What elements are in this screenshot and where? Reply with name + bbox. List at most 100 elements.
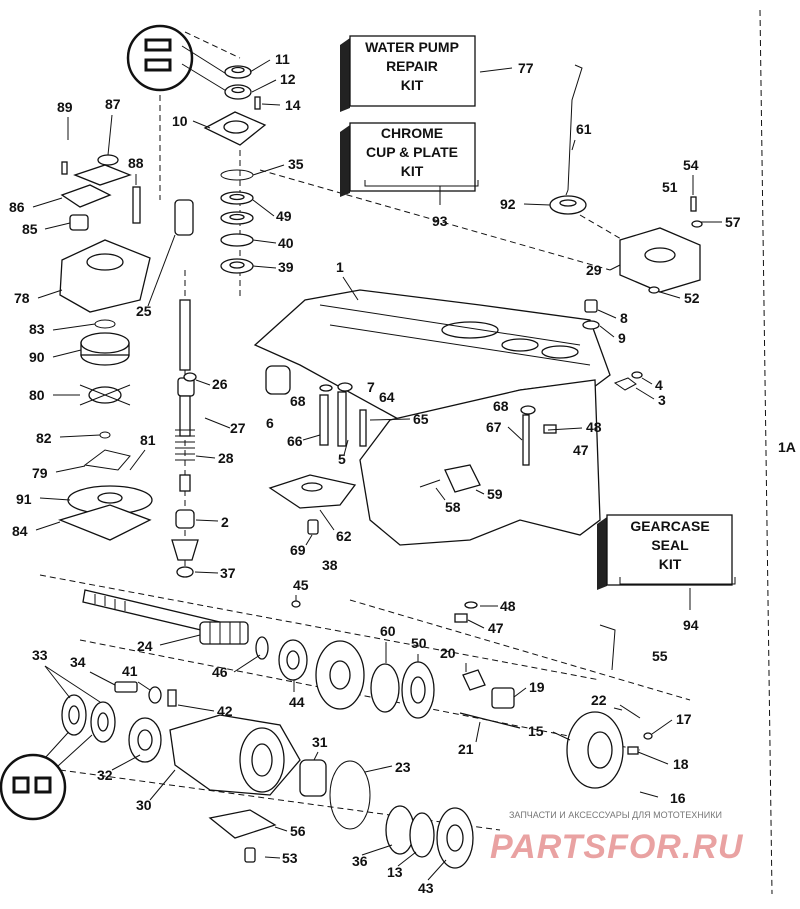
part-bolt-4 xyxy=(631,371,643,379)
part-driveshaft xyxy=(177,299,195,437)
part-seal-92 xyxy=(549,195,587,215)
callout-32: 32 xyxy=(97,767,113,783)
callout-61: 61 xyxy=(576,121,592,137)
part-gear-44 xyxy=(278,639,308,681)
callout-19: 19 xyxy=(529,679,545,695)
part-housing-10 xyxy=(203,111,267,146)
part-spring-28 xyxy=(175,429,195,492)
figure-code: 1A xyxy=(778,439,796,455)
callout-42: 42 xyxy=(217,703,233,719)
callout-53: 53 xyxy=(282,850,298,866)
callout-48a: 48 xyxy=(586,419,602,435)
callout-52: 52 xyxy=(684,290,700,306)
part-plate-91 xyxy=(67,485,153,515)
part-screw-53 xyxy=(244,847,256,863)
part-bearing-32 xyxy=(128,717,162,763)
callout-29: 29 xyxy=(586,262,602,278)
part-seal-12 xyxy=(224,84,252,100)
callout-54: 54 xyxy=(683,157,699,173)
callout-68b: 68 xyxy=(493,398,509,414)
part-anode-6 xyxy=(265,365,291,395)
part-bolt-88 xyxy=(132,186,141,224)
part-plate-86 xyxy=(60,184,112,208)
part-bolt-47a xyxy=(543,424,557,434)
water-pump-kit-line-3: KIT xyxy=(401,77,424,93)
callout-7: 7 xyxy=(367,379,375,395)
callout-88: 88 xyxy=(128,155,144,171)
callout-48b: 48 xyxy=(500,598,516,614)
part-pin-22 xyxy=(619,704,641,719)
part-key-82 xyxy=(99,431,111,439)
part-bearings-33 xyxy=(61,694,116,743)
callout-10: 10 xyxy=(172,113,188,129)
part-screw-14 xyxy=(254,96,261,110)
part-trim-tab-62 xyxy=(268,474,357,509)
callout-3: 3 xyxy=(658,392,666,408)
callout-47b: 47 xyxy=(488,620,504,636)
part-clutch-46 xyxy=(199,621,249,645)
part-washer-68b xyxy=(520,405,536,415)
callout-18: 18 xyxy=(673,756,689,772)
seal-detail-top xyxy=(126,24,241,93)
part-key-42 xyxy=(167,689,177,707)
gearcase-seal-kit-ref: 94 xyxy=(683,617,699,633)
callout-14: 14 xyxy=(285,97,301,113)
part-nut-37 xyxy=(176,566,194,578)
callout-35: 35 xyxy=(288,156,304,172)
part-oring-23 xyxy=(329,760,371,830)
callout-25: 25 xyxy=(136,303,152,319)
callout-30: 30 xyxy=(136,797,152,813)
callout-4: 4 xyxy=(655,377,663,393)
part-screw-52 xyxy=(648,286,660,294)
part-gear-38 xyxy=(315,640,365,710)
callout-78: 78 xyxy=(14,290,30,306)
callout-66: 66 xyxy=(287,433,303,449)
callout-49: 49 xyxy=(276,208,292,224)
callout-15: 15 xyxy=(528,723,544,739)
callout-17: 17 xyxy=(676,711,692,727)
part-oring-83 xyxy=(94,319,116,329)
callout-labels: 11 12 14 10 89 87 88 86 85 35 49 40 39 7… xyxy=(9,51,741,896)
part-screw-58 xyxy=(419,479,441,488)
part-bolt-89 xyxy=(61,161,68,175)
callout-57: 57 xyxy=(725,214,741,230)
part-bolt-47b xyxy=(454,613,468,623)
gearcase-seal-kit-box: GEARCASE SEAL KIT 94 xyxy=(597,514,736,633)
part-bushing-2 xyxy=(175,509,195,529)
callout-36: 36 xyxy=(352,853,368,869)
callout-89: 89 xyxy=(57,99,73,115)
callout-65: 65 xyxy=(413,411,429,427)
callout-28: 28 xyxy=(218,450,234,466)
part-plate-56 xyxy=(208,809,277,839)
callout-2: 2 xyxy=(221,514,229,530)
callout-91: 91 xyxy=(16,491,32,507)
callout-84: 84 xyxy=(12,523,28,539)
part-pin-21 xyxy=(459,712,521,729)
part-washer-9 xyxy=(582,320,600,330)
gearcase-seal-kit-line-2: SEAL xyxy=(651,537,689,553)
callout-45: 45 xyxy=(293,577,309,593)
callout-23: 23 xyxy=(395,759,411,775)
callout-64: 64 xyxy=(379,389,395,405)
callout-55: 55 xyxy=(652,648,668,664)
part-sleeve-25 xyxy=(174,199,194,236)
callout-51: 51 xyxy=(662,179,678,195)
callout-67: 67 xyxy=(486,419,502,435)
part-bearing-50 xyxy=(401,661,435,719)
callout-47a: 47 xyxy=(573,442,589,458)
callout-79: 79 xyxy=(32,465,48,481)
callout-26: 26 xyxy=(212,376,228,392)
part-clip-3 xyxy=(613,377,637,391)
callout-37: 37 xyxy=(220,565,236,581)
callout-9: 9 xyxy=(618,330,626,346)
callout-5: 5 xyxy=(338,451,346,467)
part-bolt-48b xyxy=(464,601,478,609)
callout-90: 90 xyxy=(29,349,45,365)
part-seal-11 xyxy=(224,65,252,79)
callout-62: 62 xyxy=(336,528,352,544)
callout-87: 87 xyxy=(105,96,121,112)
callout-20: 20 xyxy=(440,645,456,661)
part-screw-57 xyxy=(691,220,703,228)
part-bolt-17 xyxy=(643,732,653,740)
